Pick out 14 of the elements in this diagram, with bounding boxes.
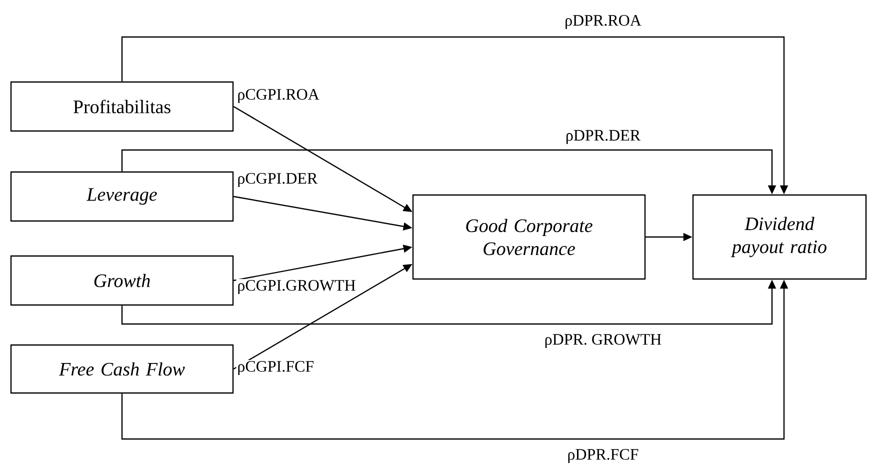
edge-label: ρDPR.DER [564, 129, 642, 145]
edge-label: ρCGPI.DER [236, 172, 319, 188]
box: Growth [10, 255, 234, 306]
box: Free Cash Flow [10, 344, 234, 394]
box: Profitabilitas [10, 81, 234, 132]
edge-label: ρCGPI.GROWTH [236, 279, 357, 295]
box: Dividend payout ratio [692, 194, 867, 280]
box: Leverage [10, 171, 234, 222]
edge-label: ρCGPI.ROA [236, 88, 320, 104]
edge-label: ρDPR.FCF [566, 448, 640, 464]
edge-label: ρCGPI.FCF [236, 360, 316, 376]
edge-label: ρDPR. GROWTH [543, 333, 663, 349]
box: Good Corporate Governance [412, 194, 646, 280]
edge-label: ρDPR.ROA [564, 14, 642, 30]
